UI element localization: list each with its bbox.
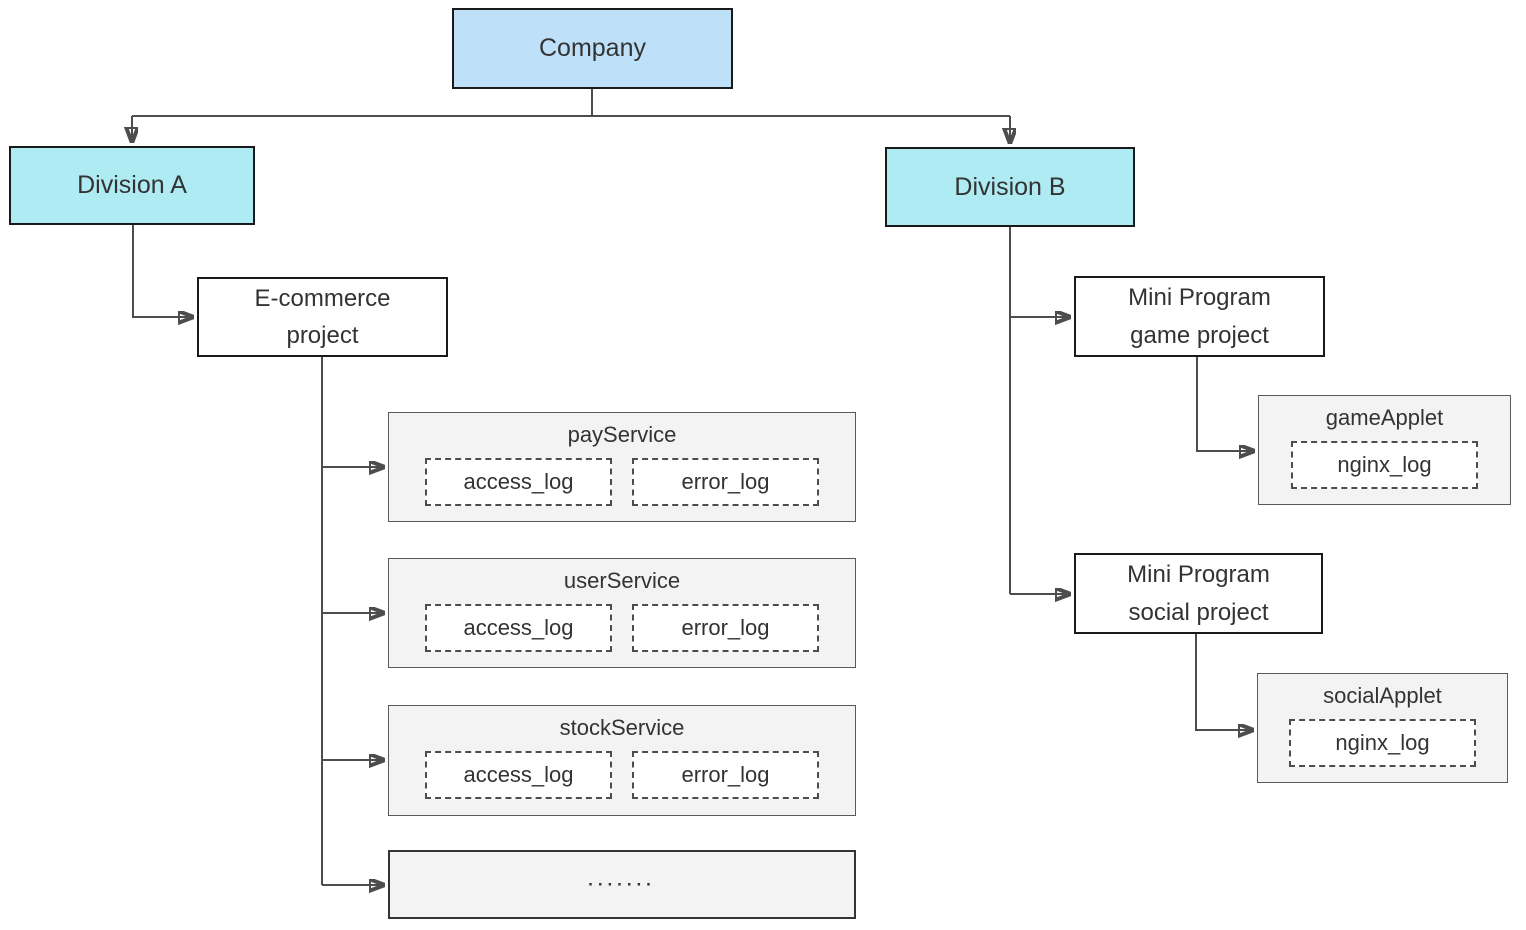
division-a-node: Division A — [9, 146, 255, 225]
social-applet-nginx-log-node: nginx_log — [1289, 719, 1476, 767]
social-project-label-line1: Mini Program — [1127, 561, 1270, 589]
social-applet-title: socialApplet — [1323, 683, 1442, 708]
ecommerce-project-label-line2: project — [286, 322, 359, 349]
game-project-label-line1: Mini Program — [1128, 284, 1271, 312]
ecommerce-project-label-line1: E-commerce — [254, 284, 391, 312]
stock-service-access-log-node: access_log — [425, 751, 612, 799]
division-b-node: Division B — [885, 147, 1135, 227]
company-label: Company — [539, 34, 646, 62]
game-applet-nginx-log-node: nginx_log — [1291, 441, 1478, 489]
pay-service-title: payService — [567, 422, 677, 447]
division-b-label: Division B — [954, 172, 1066, 201]
more-services-ellipsis: ······· — [588, 874, 656, 894]
connector-game-project-to-applet — [1196, 357, 1253, 451]
user-service-access-log-node: access_log — [425, 604, 612, 652]
social-project-label-line2: social project — [1128, 598, 1269, 626]
stock-service-title: stockService — [559, 715, 685, 740]
game-applet-node: gameApplet nginx_log — [1258, 395, 1511, 505]
pay-service-log-row: access_log error_log — [425, 458, 819, 506]
stock-service-node: stockService access_log error_log — [388, 705, 856, 816]
connector-division-a-to-ecommerce — [132, 225, 192, 317]
pay-service-error-log-node: error_log — [632, 458, 819, 506]
company-node: Company — [452, 8, 733, 89]
pay-service-node: payService access_log error_log — [388, 412, 856, 522]
stock-service-error-log-node: error_log — [632, 751, 819, 799]
division-a-label: Division A — [77, 171, 187, 199]
social-applet-log-row: nginx_log — [1289, 719, 1476, 767]
user-service-log-row: access_log error_log — [425, 604, 819, 652]
user-service-error-log-node: error_log — [632, 604, 819, 652]
game-applet-log-row: nginx_log — [1291, 441, 1478, 489]
game-project-label-line2: game project — [1130, 321, 1269, 349]
user-service-title: userService — [563, 568, 681, 593]
pay-service-access-log-node: access_log — [425, 458, 612, 506]
ecommerce-project-node: E-commerce project — [197, 277, 448, 357]
connector-company-bus — [132, 89, 1010, 117]
game-project-node: Mini Program game project — [1074, 276, 1325, 357]
social-applet-node: socialApplet nginx_log — [1257, 673, 1508, 783]
stock-service-log-row: access_log error_log — [425, 751, 819, 799]
game-applet-title: gameApplet — [1325, 405, 1444, 430]
more-services-placeholder-node: ······· — [388, 850, 856, 919]
connector-social-project-to-applet — [1195, 634, 1252, 730]
social-project-node: Mini Program social project — [1074, 553, 1323, 634]
user-service-node: userService access_log error_log — [388, 558, 856, 668]
